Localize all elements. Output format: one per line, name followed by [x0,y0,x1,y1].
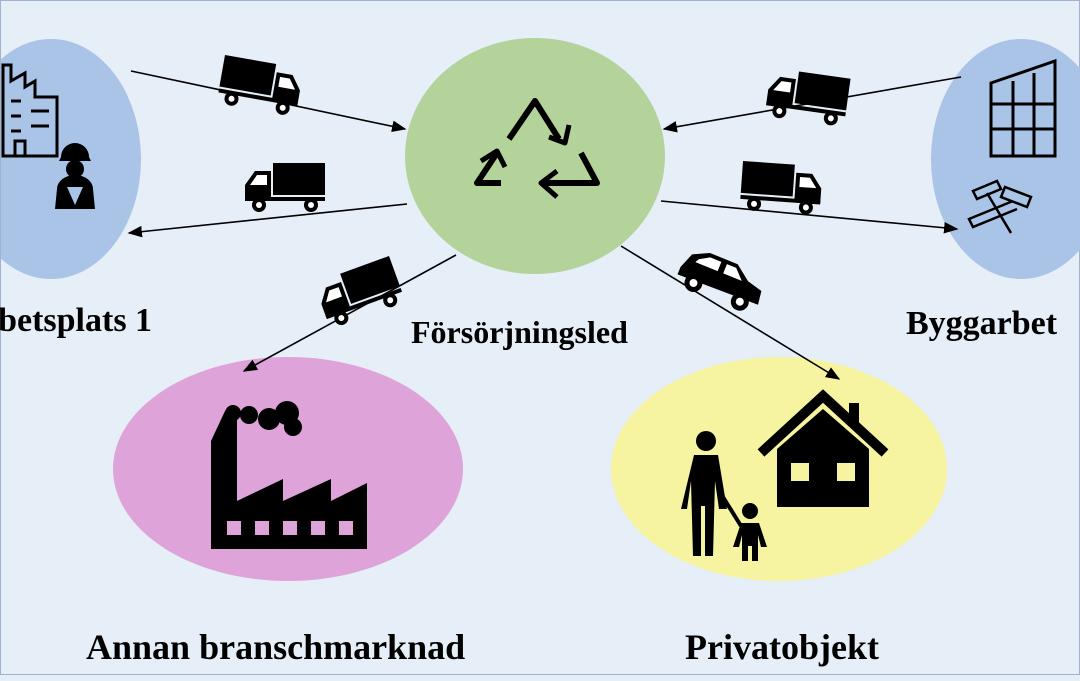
hub-node [405,38,665,274]
private-label: Privatobjekt [685,627,879,667]
truck-icon [245,163,325,212]
worker-icon [55,143,95,209]
factory-icon [211,401,367,549]
car-icon [677,252,762,311]
recycle-icon [474,98,600,199]
site2-label: Byggarbet [906,305,1058,342]
market-label: Annan branschmarknad [86,627,466,667]
building-icon [1,63,59,158]
arrow-hub-to-private [620,245,841,380]
truck-icon [313,256,406,330]
truck-icon [216,55,304,118]
truck-icon [764,67,851,128]
truck-icon [739,161,823,216]
site1-label: rbetsplats 1 [0,302,153,339]
arrow-hub-to-site2 [660,200,959,234]
house-icon [757,389,889,507]
site2-node [931,39,1080,279]
market-node [113,357,463,581]
hammer-icon [967,179,1033,234]
arrow-hub-to-market [242,254,457,372]
building-icon [989,58,1057,158]
hub-label: Försörjningsled [411,314,628,350]
parent-child-icon [681,431,767,561]
arrow-hub-to-site1 [127,203,408,238]
